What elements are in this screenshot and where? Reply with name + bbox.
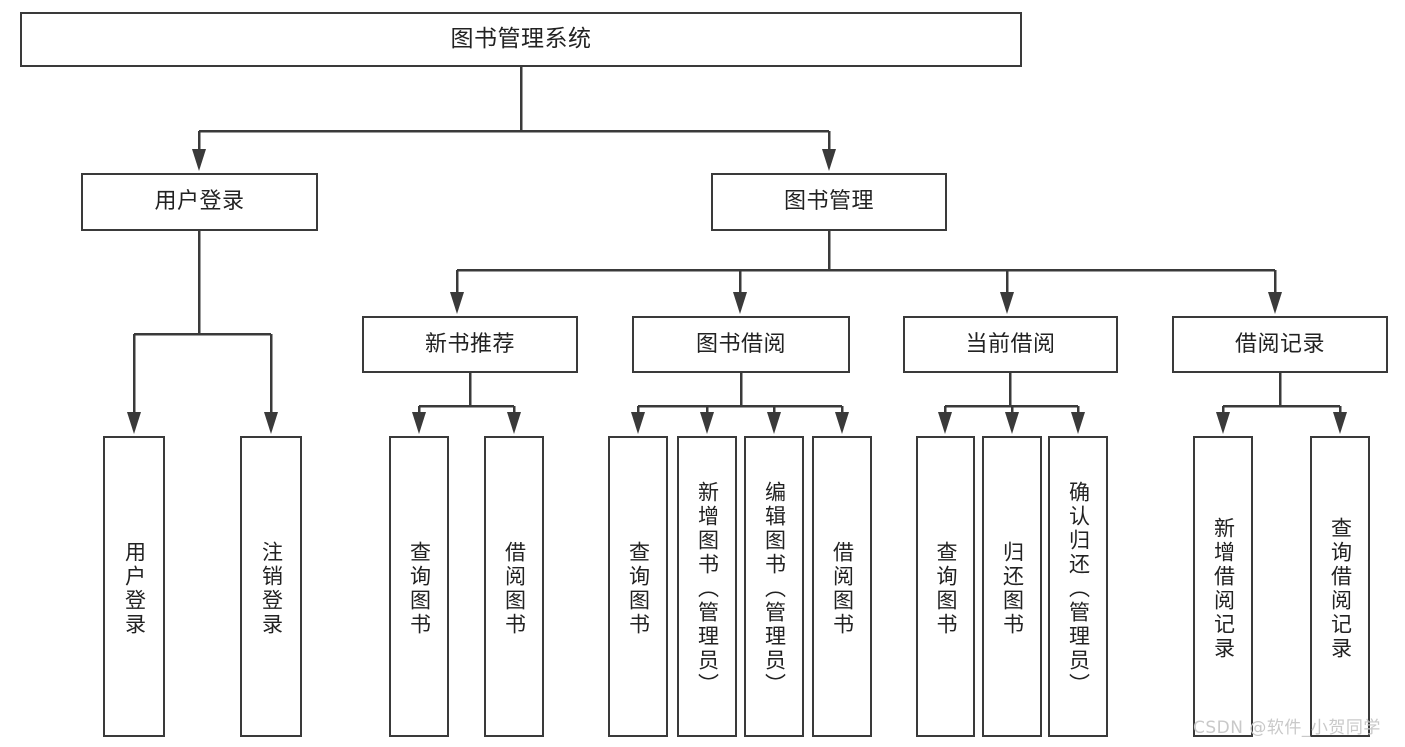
- node-label: 新增图书（管理员）: [695, 481, 720, 697]
- node-leaf-user-logout[interactable]: 注销登录: [240, 436, 302, 737]
- node-label: 新增借阅记录: [1211, 517, 1236, 661]
- node-leaf-query-book[interactable]: 查询图书: [608, 436, 668, 737]
- node-label: 查询图书: [626, 541, 651, 637]
- node-leaf-user-login[interactable]: 用户登录: [103, 436, 165, 737]
- csdn-watermark: CSDN @软件_小贺同学: [1193, 718, 1381, 738]
- node-label: 用户登录: [154, 189, 245, 215]
- node-label: 图书管理系统: [450, 25, 592, 52]
- node-label: 借阅记录: [1234, 331, 1325, 357]
- node-label: 查询借阅记录: [1328, 517, 1353, 661]
- node-book-borrow[interactable]: 图书借阅: [632, 316, 850, 373]
- node-label: 查询图书: [407, 541, 432, 637]
- node-leaf-confirm-return[interactable]: 确认归还（管理员）: [1048, 436, 1108, 737]
- node-leaf-borrow-book[interactable]: 借阅图书: [812, 436, 872, 737]
- node-leaf-add-record[interactable]: 新增借阅记录: [1193, 436, 1253, 737]
- node-root[interactable]: 图书管理系统: [20, 12, 1022, 67]
- node-book-manage[interactable]: 图书管理: [711, 173, 947, 231]
- node-leaf-return-book[interactable]: 归还图书: [982, 436, 1042, 737]
- node-label: 借阅图书: [502, 541, 527, 637]
- node-current-borrow[interactable]: 当前借阅: [903, 316, 1118, 373]
- node-borrow-record[interactable]: 借阅记录: [1172, 316, 1388, 373]
- node-new-book-recommend[interactable]: 新书推荐: [362, 316, 578, 373]
- node-leaf-query-book-rec[interactable]: 查询图书: [389, 436, 449, 737]
- node-label: 借阅图书: [830, 541, 855, 637]
- node-label: 确认归还（管理员）: [1066, 481, 1091, 697]
- node-label: 编辑图书（管理员）: [762, 481, 787, 697]
- node-label: 图书借阅: [695, 331, 786, 357]
- node-leaf-borrow-book-rec[interactable]: 借阅图书: [484, 436, 544, 737]
- node-label: 查询图书: [934, 541, 958, 637]
- node-label: 图书管理: [783, 189, 874, 215]
- node-label: 新书推荐: [424, 331, 515, 357]
- node-user-login[interactable]: 用户登录: [81, 173, 318, 231]
- node-label: 用户登录: [122, 541, 147, 637]
- node-label: 注销登录: [259, 541, 284, 637]
- node-leaf-query-record[interactable]: 查询借阅记录: [1310, 436, 1370, 737]
- node-label: 归还图书: [1000, 541, 1025, 637]
- node-label: 当前借阅: [965, 331, 1056, 357]
- node-leaf-edit-book[interactable]: 编辑图书（管理员）: [744, 436, 804, 737]
- node-leaf-add-book[interactable]: 新增图书（管理员）: [677, 436, 737, 737]
- node-leaf-query-book-cur[interactable]: 查询图书: [916, 436, 975, 737]
